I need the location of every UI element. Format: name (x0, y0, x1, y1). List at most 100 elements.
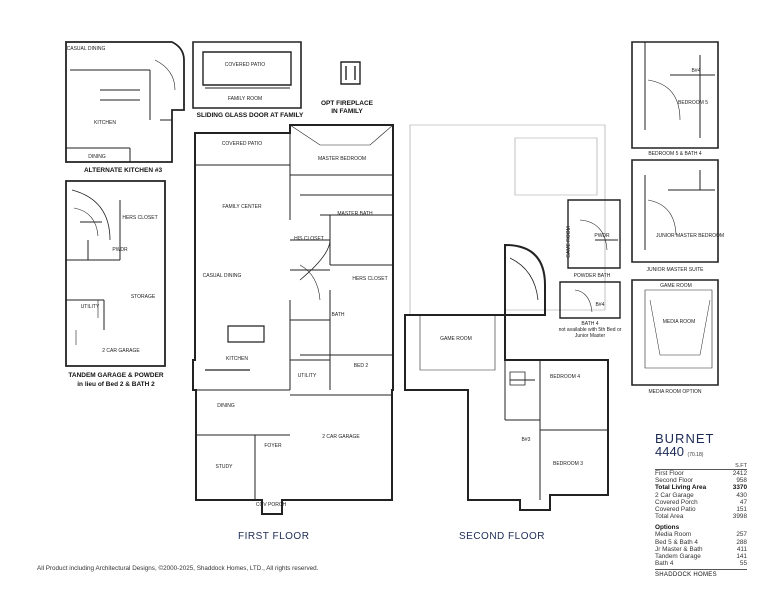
o-pwdr-label: PWDR (594, 233, 610, 239)
utility-label: UTILITY (298, 373, 317, 379)
o-bedroom5-label: BEDROOM 5 (678, 100, 708, 106)
game-room-label: GAME ROOM (440, 336, 472, 342)
area-label: Covered Patio (655, 506, 696, 514)
junior-suite-caption: JUNIOR MASTER SUITE (647, 267, 705, 273)
bath4-note-3: Junior Master (575, 333, 606, 339)
tandem-garage-plan (65, 180, 166, 367)
opt-fireplace-caption-1: OPT FIREPLACE (321, 100, 374, 107)
o-junior-label: JUNIOR MASTER BEDROOM (656, 233, 724, 239)
bath3-label: B#3 (522, 437, 531, 443)
area-row: Total Area 3998 (655, 513, 747, 520)
alt-casual-dining-label: CASUAL DINING (67, 46, 106, 52)
opt-fireplace-caption-2: IN FAMILY (331, 108, 363, 115)
t-garage-label: 2 CAR GARAGE (102, 348, 140, 354)
option-label: Media Room (655, 531, 692, 539)
option-label: Bed 5 & Bath 4 (655, 538, 698, 546)
kitchen-label: KITCHEN (226, 356, 248, 362)
t-pwdr-label: PWDR (112, 247, 128, 253)
brand-name: SHADDOCK HOMES (655, 569, 747, 578)
option-value: 411 (736, 545, 747, 553)
area-value: 3998 (732, 513, 747, 521)
plan-number-row: 4440 (70.18) (655, 445, 747, 462)
o-b4b-label: B#4 (596, 302, 605, 308)
area-value: 430 (736, 491, 747, 499)
options-header: Options (655, 524, 680, 532)
alternate-kitchen-plan (65, 41, 185, 163)
area-value: 151 (736, 506, 747, 514)
sl-covered-patio-label: COVERED PATIO (225, 62, 265, 68)
covered-patio-label: COVERED PATIO (222, 141, 262, 147)
alt-kitchen-caption: ALTERNATE KITCHEN #3 (84, 167, 163, 174)
tandem-caption-2: in lieu of Bed 2 & BATH 2 (77, 381, 155, 388)
t-utility-label: UTILITY (81, 304, 100, 310)
bath4-note-1: BATH 4 (581, 321, 598, 327)
sqft-header: S.FT (655, 463, 747, 470)
sl-family-room-label: FAMILY ROOM (228, 96, 262, 102)
master-bedroom-label: MASTER BEDROOM (318, 156, 366, 162)
first-floor-plan (192, 124, 394, 515)
o-game-label: GAME ROOM (660, 283, 692, 289)
garage-label: 2 CAR GARAGE (322, 434, 360, 440)
cov-porch-label: COV PORCH (256, 502, 287, 508)
option-label: Jr Master & Bath (655, 545, 703, 553)
tandem-caption-1: TANDEM GARAGE & POWDER (68, 372, 164, 379)
his-closet-label: HIS CLOSET (294, 236, 324, 242)
area-row: Total Living Area 3370 (655, 484, 747, 491)
t-storage-label: STORAGE (131, 294, 156, 300)
fireplace-plan (340, 61, 361, 85)
area-row: Covered Patio 151 (655, 506, 747, 513)
second-floor-plan (404, 124, 609, 511)
bath4-note-2: not available with 5th Bed or (559, 327, 622, 333)
option-label: Bath 4 (655, 560, 674, 568)
media-option-caption: MEDIA ROOM OPTION (648, 389, 701, 395)
area-row: 2 Car Garage 430 (655, 492, 747, 499)
option-value: 257 (736, 531, 747, 539)
option-value: 55 (739, 560, 747, 568)
dining-label: DINING (217, 403, 235, 409)
bath-label: BATH (332, 312, 345, 318)
plan-number-sub: (70.18) (687, 452, 704, 458)
hers-closet-label: HERS CLOSET (352, 276, 387, 282)
area-row: First Floor 2412 (655, 470, 747, 477)
area-label: 2 Car Garage (655, 491, 694, 499)
second-floor-title: SECOND FLOOR (459, 531, 546, 542)
option-row: Bed 5 & Bath 4 288 (655, 539, 747, 546)
option-label: Tandem Garage (655, 553, 701, 561)
o-b4-label: B#4 (692, 68, 701, 74)
area-label: Covered Porch (655, 498, 698, 506)
o-media-label: MEDIA ROOM (663, 319, 696, 325)
option-value: 288 (736, 538, 747, 546)
option-row: Jr Master & Bath 411 (655, 546, 747, 553)
option-row: Tandem Garage 141 (655, 553, 747, 560)
area-value: 2412 (732, 470, 747, 477)
casual-dining-label: CASUAL DINING (203, 273, 242, 279)
area-label: First Floor (655, 470, 684, 477)
copyright-notice: All Product including Architectural Desi… (37, 565, 319, 572)
t-hers-closet-label: HERS CLOSET (122, 215, 157, 221)
o-gameroom-small-label: GAME ROOM (566, 226, 572, 258)
alt-dining-label: DINING (88, 154, 106, 160)
master-bath-label: MASTER BATH (337, 211, 373, 217)
bedroom3-label: BEDROOM 3 (553, 461, 583, 467)
area-label: Total Area (655, 513, 684, 521)
option-row: Media Room 257 (655, 531, 747, 538)
family-center-label: FAMILY CENTER (222, 204, 262, 210)
plan-name: BURNET (655, 431, 715, 446)
area-value: 958 (736, 477, 747, 485)
foyer-label: FOYER (264, 443, 282, 449)
area-label: Total Living Area (655, 484, 707, 492)
bedroom4-label: BEDROOM 4 (550, 374, 580, 380)
first-floor-title: FIRST FLOOR (238, 531, 310, 542)
plan-number: 4440 (655, 444, 684, 459)
plan-info-panel: BURNET 4440 (70.18) S.FT First Floor 2412… (655, 432, 747, 578)
option-value: 141 (736, 553, 747, 561)
powder-bath-caption: POWDER BATH (574, 273, 611, 279)
alt-kitchen-label: KITCHEN (94, 120, 116, 126)
option-row: Bath 4 55 (655, 560, 747, 567)
area-value: 3370 (732, 484, 747, 492)
